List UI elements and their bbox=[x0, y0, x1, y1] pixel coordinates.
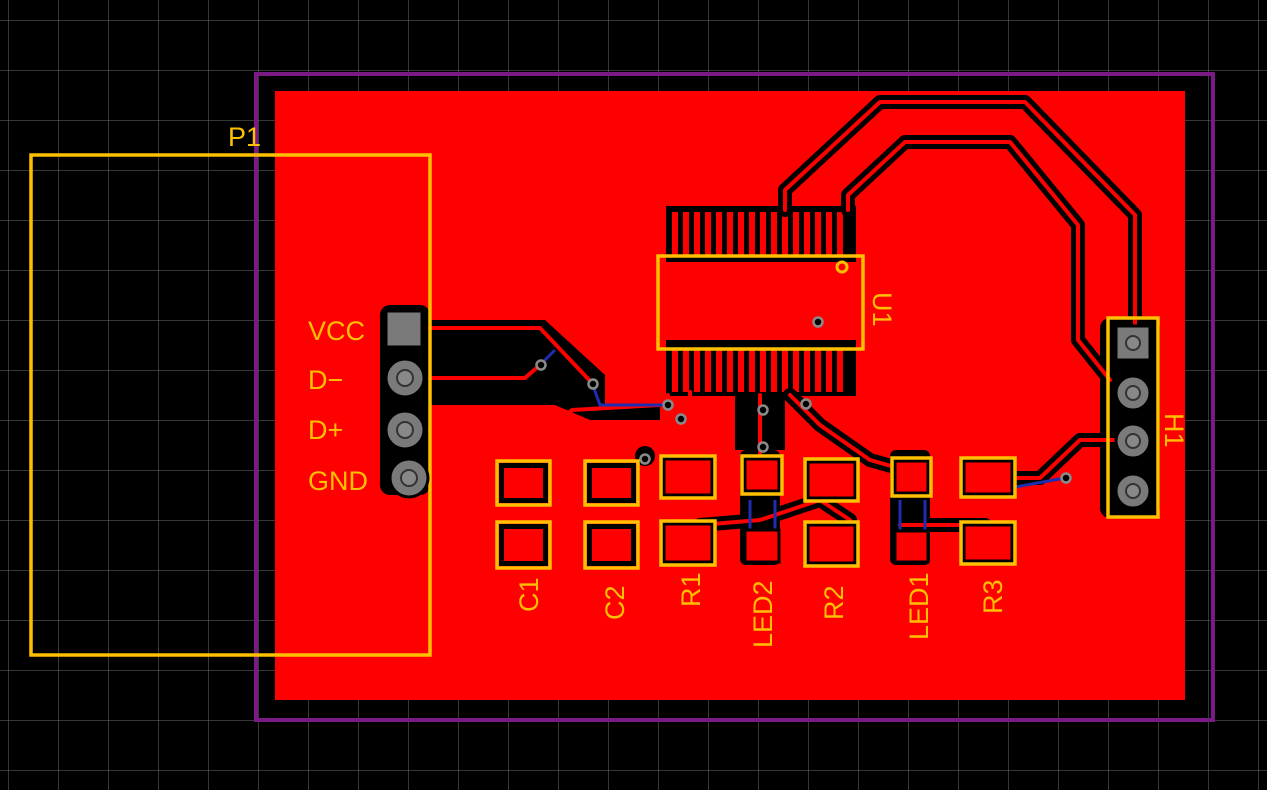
p1-pin-label-dplus: D+ bbox=[308, 415, 343, 445]
square-pad-icon[interactable] bbox=[384, 309, 424, 349]
led1-footprint[interactable] bbox=[890, 456, 933, 564]
h1-silkscreen-outline[interactable] bbox=[1106, 316, 1160, 519]
u1-silkscreen-body[interactable] bbox=[656, 254, 865, 351]
r1-designator: R1 bbox=[676, 572, 706, 607]
led2-designator: LED2 bbox=[748, 580, 778, 648]
traces-top[interactable] bbox=[428, 100, 1137, 547]
c2-designator: C2 bbox=[600, 585, 630, 620]
p1-silkscreen-outline[interactable] bbox=[29, 153, 432, 657]
vias[interactable] bbox=[535, 316, 1072, 484]
u1-designator: U1 bbox=[867, 292, 897, 327]
r2-footprint[interactable] bbox=[803, 457, 860, 568]
via-icon[interactable] bbox=[757, 404, 769, 416]
p1-pin-label-gnd: GND bbox=[308, 466, 368, 496]
via-icon[interactable] bbox=[587, 378, 599, 390]
r2-designator: R2 bbox=[819, 585, 849, 620]
via-icon[interactable] bbox=[662, 399, 674, 411]
via-icon[interactable] bbox=[757, 441, 769, 453]
led2-footprint[interactable] bbox=[740, 454, 784, 564]
via-icon[interactable] bbox=[812, 316, 824, 328]
r3-designator: R3 bbox=[978, 579, 1008, 614]
pin1-dot-icon bbox=[835, 260, 849, 274]
via-icon[interactable] bbox=[639, 453, 651, 465]
via-icon[interactable] bbox=[535, 359, 547, 371]
p1-pads[interactable] bbox=[384, 309, 430, 499]
c1-footprint[interactable] bbox=[495, 459, 552, 570]
p1-pin-label-dminus: D− bbox=[308, 365, 343, 395]
board-outline[interactable] bbox=[254, 72, 1215, 722]
p1-pin-label-vcc: VCC bbox=[308, 316, 365, 346]
c2-footprint[interactable] bbox=[583, 459, 640, 570]
via-icon[interactable] bbox=[800, 398, 812, 410]
r3-footprint[interactable] bbox=[959, 456, 1017, 566]
u1-top-pins bbox=[672, 212, 843, 256]
h1-designator: H1 bbox=[1159, 413, 1189, 448]
r1-footprint[interactable] bbox=[659, 454, 717, 567]
led1-designator: LED1 bbox=[904, 572, 934, 640]
via-icon[interactable] bbox=[1060, 472, 1072, 484]
h1-pads[interactable] bbox=[1114, 324, 1152, 510]
via-icon[interactable] bbox=[675, 413, 687, 425]
p1-designator: P1 bbox=[228, 122, 261, 152]
c1-designator: C1 bbox=[514, 577, 544, 612]
u1-bottom-pins bbox=[672, 350, 843, 392]
